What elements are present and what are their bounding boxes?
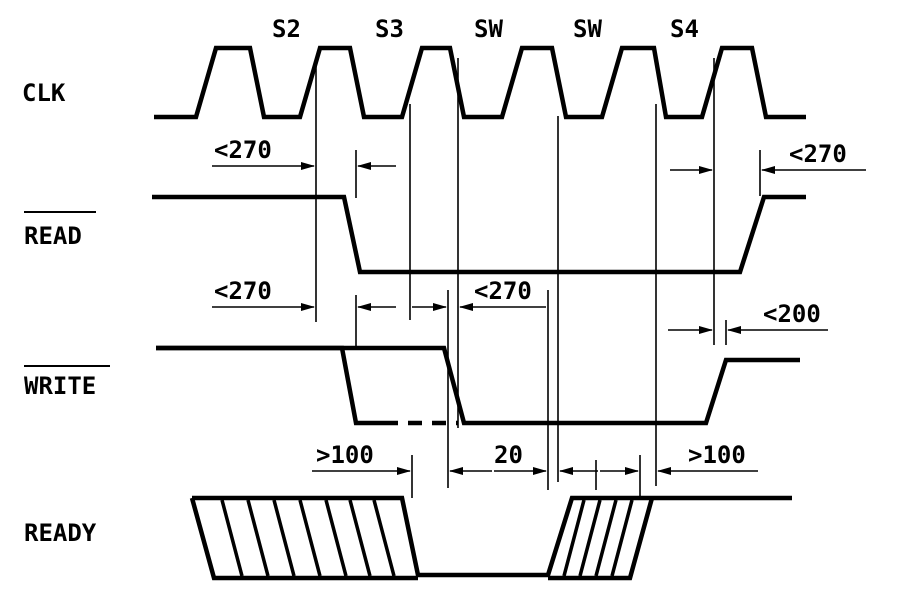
- read-label-text: READ: [24, 222, 82, 250]
- timing-arrows: [212, 162, 866, 475]
- ready-setup-time: >100: [316, 441, 374, 469]
- state-label-5: S4: [670, 15, 699, 43]
- write-setup-time: <270: [214, 277, 272, 305]
- write-waveform: [156, 345, 384, 426]
- reference-lines: [315, 58, 761, 500]
- ready-hatch-left: [220, 499, 396, 577]
- ready-invalid-left: [189, 497, 418, 581]
- ready-label: READY: [24, 519, 97, 547]
- write-label: WRITE: [24, 365, 110, 400]
- read-hold-time: <270: [789, 140, 847, 168]
- ready-hatch-right: [562, 499, 634, 577]
- read-waveform: [152, 194, 806, 275]
- clk-label: CLK: [22, 79, 66, 107]
- ready-gap-time: 20: [494, 441, 523, 469]
- write-hold-time: <200: [763, 300, 821, 328]
- state-label-3: SW: [474, 15, 503, 43]
- write-waveform-2: [156, 345, 800, 426]
- state-label-2: S3: [375, 15, 404, 43]
- ready-waveform: [192, 495, 792, 578]
- state-label-4: SW: [573, 15, 602, 43]
- write-label-text: WRITE: [24, 372, 96, 400]
- clk-waveform: [154, 45, 806, 120]
- read-setup-time: <270: [214, 136, 272, 164]
- read-label: READ: [24, 211, 96, 250]
- ready-hold-time: >100: [688, 441, 746, 469]
- write-delay-time: <270: [474, 277, 532, 305]
- state-label-1: S2: [272, 15, 301, 43]
- ready-invalid-right: [548, 497, 655, 581]
